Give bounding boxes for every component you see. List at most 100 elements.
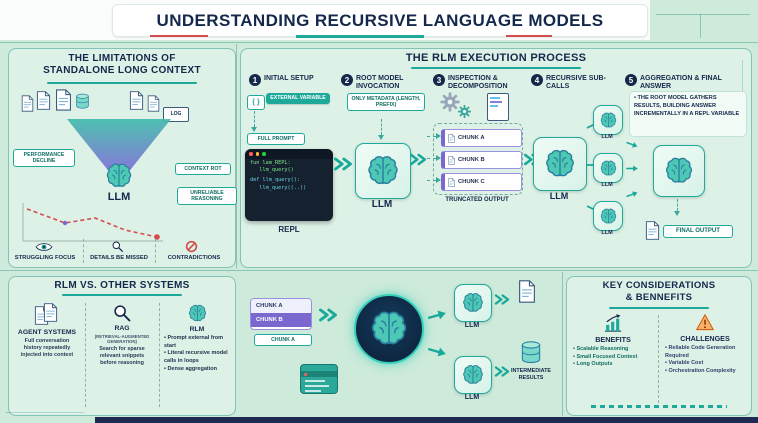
root-llm-box bbox=[533, 137, 587, 191]
sub-llm-box bbox=[593, 201, 623, 231]
rag-column: RAG (RETRIEVAL-AUGMENTED GENERATION) Sea… bbox=[87, 303, 157, 367]
warning-icon bbox=[695, 313, 715, 332]
column-desc: Full conversation history repeatedly inj… bbox=[20, 338, 74, 359]
documents-stack-icon bbox=[34, 303, 60, 327]
arrow-right-icon bbox=[425, 343, 449, 360]
brain-icon bbox=[461, 363, 485, 387]
database-icon bbox=[520, 340, 542, 364]
eye-icon bbox=[35, 241, 53, 253]
column-bullets: • Prompt external from start • Literal r… bbox=[164, 335, 228, 372]
chunk-item: CHUNK B bbox=[441, 151, 522, 169]
chunk-row: CHUNK A bbox=[251, 299, 311, 313]
llm-label: LLM bbox=[371, 199, 393, 210]
document-icon bbox=[448, 156, 455, 165]
document-icon bbox=[36, 91, 51, 110]
connector-dashed bbox=[254, 111, 255, 127]
sub-llm-box bbox=[454, 284, 492, 322]
sub-llm-label: LLM bbox=[601, 134, 613, 140]
root-llm-box bbox=[355, 143, 411, 199]
bar-chart-icon bbox=[603, 313, 623, 333]
comparison-underline bbox=[62, 294, 182, 296]
step-title: INSPECTION & DECOMPOSITION bbox=[448, 75, 508, 91]
sub-llm-box bbox=[593, 153, 623, 183]
unreliable-reasoning-label: UNRELIABLE REASONING bbox=[177, 187, 237, 205]
chunk-label: CHUNK C bbox=[458, 179, 485, 185]
step-3-header: 3 INSPECTION & DECOMPOSITION bbox=[433, 74, 525, 91]
code-text-top: fun lam_REPL: llm_query() bbox=[250, 159, 294, 174]
divider-line bbox=[0, 270, 758, 271]
details-missed-label: DETAILS BE MISSED bbox=[90, 255, 148, 261]
chevron-right-icon bbox=[409, 153, 427, 166]
arrowhead-down-icon bbox=[674, 211, 680, 216]
step-title: AGGREGATION & FINAL ANSWER bbox=[640, 75, 722, 91]
braces-icon: { } bbox=[247, 95, 265, 110]
intermediate-results-label: INTERMEDIATE RESULTS bbox=[510, 368, 552, 382]
considerations-panel: KEY CONSIDERATIONS & BENNEFITS BENEFITS … bbox=[566, 276, 752, 416]
sub-llm-box bbox=[593, 105, 623, 135]
context-rot-label: CONTEXT ROT bbox=[175, 163, 231, 175]
truncated-output-caption: TRUNCATED OUTPUT bbox=[445, 197, 509, 203]
arrowhead-down-icon bbox=[251, 127, 257, 132]
step-5-header: 5 AGGREGATION & FINAL ANSWER bbox=[625, 74, 747, 91]
divider-dashed bbox=[85, 303, 86, 407]
window-controls-icon bbox=[245, 149, 333, 159]
repl-code-window: fun lam_REPL: llm_query() def llm_query(… bbox=[245, 149, 333, 221]
step-number: 1 bbox=[249, 74, 261, 86]
chunk-label: CHUNK A bbox=[458, 135, 485, 141]
brain-icon bbox=[187, 303, 208, 324]
full-prompt-tag: FULL PROMPT bbox=[247, 133, 305, 145]
step-number: 5 bbox=[625, 74, 637, 86]
limitations-underline bbox=[47, 82, 197, 84]
core-llm-circle bbox=[354, 294, 424, 364]
challenges-title: CHALLENGES bbox=[680, 334, 730, 343]
step-title: ROOT MODEL INVOCATION bbox=[356, 75, 404, 91]
document-icon bbox=[645, 221, 660, 240]
llm-label: LLM bbox=[464, 394, 480, 401]
chunk-row: CHUNK B bbox=[251, 313, 311, 327]
connector-dashed bbox=[381, 119, 382, 135]
brain-icon bbox=[663, 155, 695, 187]
squiggle-decoration bbox=[591, 405, 727, 408]
performance-decline-chart bbox=[22, 203, 163, 242]
chevron-right-icon bbox=[318, 308, 338, 322]
step-title: INITIAL SETUP bbox=[264, 75, 314, 82]
agent-systems-column: AGENT SYSTEMS Full conversation history … bbox=[11, 303, 83, 359]
bottom-bar bbox=[95, 417, 758, 423]
benefits-title: BENEFITS bbox=[595, 335, 631, 344]
sub-llm-label: LLM bbox=[601, 182, 613, 188]
arrow-right-icon bbox=[624, 189, 640, 200]
circuit-line bbox=[6, 412, 84, 413]
considerations-title: KEY CONSIDERATIONS & BENNEFITS bbox=[602, 280, 716, 303]
document-icon bbox=[21, 95, 34, 112]
challenges-column: CHALLENGES • Reliable Code Generation Re… bbox=[663, 313, 747, 376]
brain-icon bbox=[368, 308, 410, 350]
comparison-panel: RLM VS. OTHER SYSTEMS AGENT SYSTEMS Full… bbox=[8, 276, 236, 416]
sub-llm-box bbox=[454, 356, 492, 394]
column-name: RAG bbox=[114, 325, 130, 332]
rlm-column: RLM • Prompt external from start • Liter… bbox=[161, 303, 233, 373]
gear-icon bbox=[457, 104, 472, 119]
step-number: 3 bbox=[433, 74, 445, 86]
document-icon bbox=[448, 178, 455, 187]
document-icon bbox=[55, 89, 72, 111]
brain-icon bbox=[599, 207, 618, 226]
step-title: RECURSIVE SUB-CALLS bbox=[546, 75, 606, 91]
document-icon bbox=[448, 134, 455, 143]
process-underline bbox=[411, 67, 581, 69]
chunks-container bbox=[433, 123, 523, 195]
column-subname: (RETRIEVAL-AUGMENTED GENERATION) bbox=[94, 334, 150, 345]
llm-label: LLM bbox=[464, 322, 480, 329]
brain-icon bbox=[365, 153, 401, 189]
arrow-right-icon bbox=[625, 165, 639, 172]
brain-icon bbox=[543, 147, 577, 181]
chevron-right-icon bbox=[333, 157, 353, 171]
divider-line bbox=[236, 44, 237, 268]
aggregator-llm-box bbox=[653, 145, 705, 197]
step-2-header: 2 ROOT MODEL INVOCATION bbox=[341, 74, 427, 91]
benefits-list: • Scalable Reasoning • Small Focused Con… bbox=[573, 346, 638, 368]
chevron-right-icon bbox=[494, 294, 510, 305]
divider-dashed bbox=[83, 239, 84, 263]
arrow-right-icon bbox=[624, 139, 640, 150]
step-number: 2 bbox=[341, 74, 353, 86]
comparison-title: RLM VS. OTHER SYSTEMS bbox=[54, 280, 190, 291]
